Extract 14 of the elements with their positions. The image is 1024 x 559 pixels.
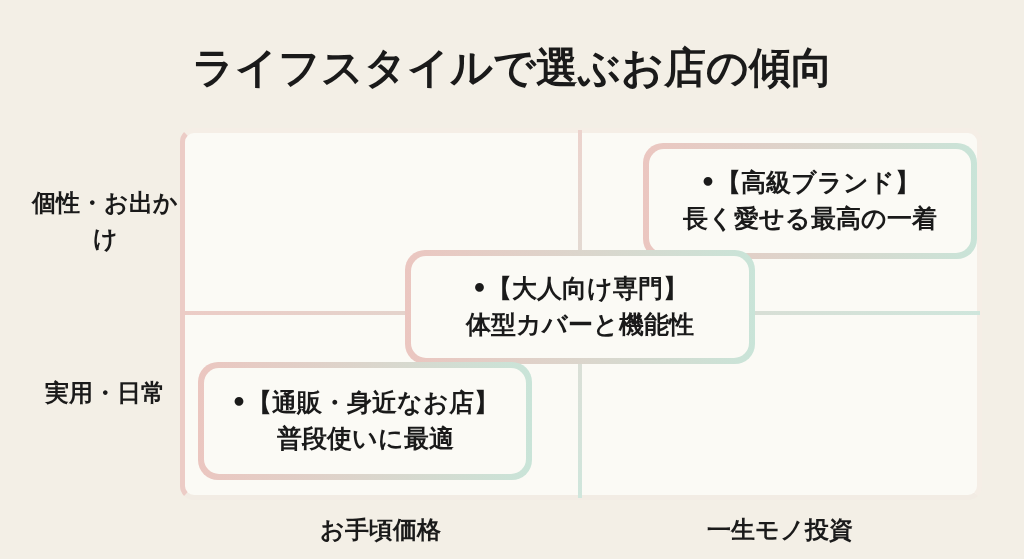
box-heading: •【高級ブランド】: [700, 166, 920, 199]
axis-label: お手頃価格: [318, 515, 442, 546]
box-description: 長く愛せる最高の一着: [683, 203, 937, 235]
category-box: [198, 362, 532, 480]
axis-label: 一生モノ投資: [706, 515, 854, 546]
category-box: [643, 143, 977, 259]
axis-label: 実用・日常: [44, 378, 166, 409]
category-box: [405, 250, 755, 364]
box-heading: •【通販・身近なお店】: [231, 386, 499, 419]
box-description: 普段使いに最適: [276, 423, 454, 455]
box-heading: •【大人向け専門】: [471, 272, 689, 305]
title: ライフスタイルで選ぶお店の傾向: [191, 42, 833, 94]
axis-label: 個性・お出かけ: [30, 188, 179, 255]
box-description: 体型カバーと機能性: [466, 309, 694, 341]
